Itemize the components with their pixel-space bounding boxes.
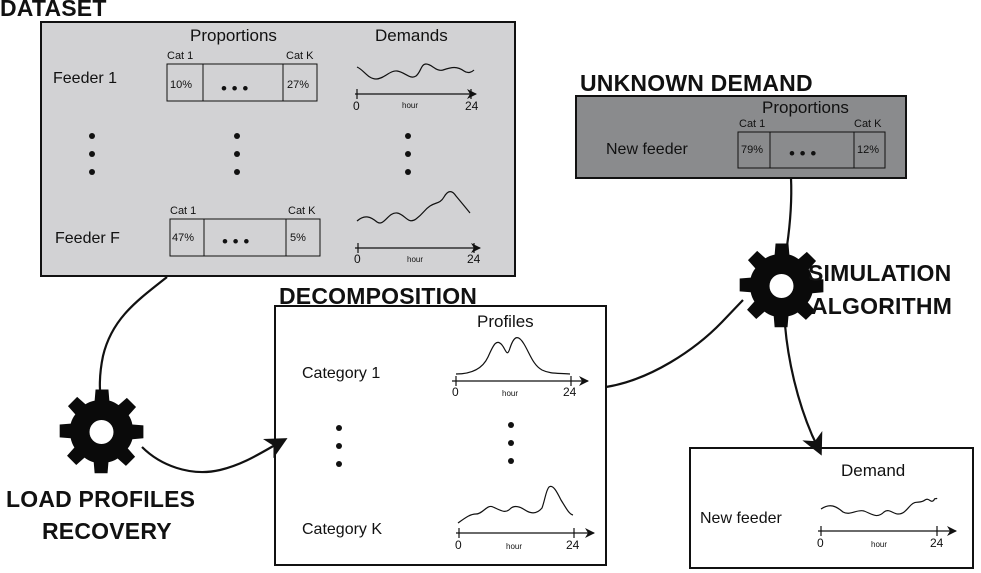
unknown-demand-title: UNKNOWN DEMAND [580, 70, 813, 96]
feederF-pct-last: 5% [290, 232, 306, 244]
feederF-proportion-bar [169, 218, 321, 257]
category1-axis-end: 24 [563, 385, 577, 399]
new-feeder-cat-first: Cat 1 [739, 118, 766, 130]
decomposition-vertical-ellipsis [336, 422, 514, 467]
decomposition-title: DECOMPOSITION [279, 283, 478, 309]
recovery-gear-icon [59, 389, 144, 474]
feederF-demand-curve [356, 191, 471, 224]
feederF-ellipsis: • • • [222, 232, 250, 251]
category1-profile-curve [455, 337, 571, 375]
categoryK-axis-start: 0 [455, 538, 462, 552]
dataset-demands-header: Demands [375, 26, 448, 45]
feederF-label: Feeder F [55, 230, 120, 247]
unknown-to-simulation-connector [785, 177, 793, 247]
new-feeder-pct-first: 79% [741, 144, 764, 156]
category1-axis-unit: hour [502, 389, 519, 398]
feeder1-proportion-bar [166, 63, 318, 102]
category1-axis-start: 0 [452, 385, 459, 399]
demand-output-box [689, 447, 974, 569]
feederF-axis-unit: hour [407, 255, 424, 264]
dataset-title: DATASET [0, 0, 107, 21]
feeder1-demand-curve [356, 63, 475, 80]
feederF-axis-end: 24 [467, 252, 481, 266]
unknown-proportions-header: Proportions [762, 98, 849, 117]
feederF-cat-first: Cat 1 [170, 205, 197, 217]
feeder1-ellipsis: • • • [221, 79, 249, 98]
simulation-title-line2: ALGORITHM [811, 293, 953, 319]
new-feeder-proportion-bar [737, 131, 886, 169]
feeder1-axis-start: 0 [353, 99, 360, 113]
dataset-proportions-header: Proportions [190, 26, 277, 45]
feeder1-cat-first: Cat 1 [167, 50, 194, 62]
recovery-title-line2: RECOVERY [42, 518, 172, 544]
demand-header: Demand [841, 461, 906, 480]
dataset-to-recovery-connector [98, 276, 168, 411]
profiles-header: Profiles [477, 312, 534, 331]
feederF-pct-first: 47% [172, 232, 195, 244]
output-new-feeder-label: New feeder [700, 510, 782, 527]
feeder1-label: Feeder 1 [53, 70, 118, 87]
new-feeder-cat-last: Cat K [854, 118, 882, 130]
categoryK-label: Category K [302, 521, 383, 538]
output-axis-unit: hour [871, 540, 888, 549]
new-feeder-label: New feeder [606, 141, 688, 158]
categoryK-axis-unit: hour [506, 542, 523, 551]
simulation-to-demand-arrow [783, 324, 823, 456]
simulation-title-line1: SIMULATION [808, 260, 952, 286]
new-feeder-demand-curve [820, 497, 938, 517]
new-feeder-ellipsis: • • • [789, 144, 817, 163]
feeder1-cat-last: Cat K [286, 50, 314, 62]
feederF-axis-start: 0 [354, 252, 361, 266]
output-axis-start: 0 [817, 536, 824, 550]
vertical-ellipsis [89, 133, 411, 175]
feeder1-pct-first: 10% [170, 79, 193, 91]
categoryK-profile-curve [457, 485, 574, 524]
new-feeder-pct-last: 12% [857, 144, 880, 156]
feeder1-axis-unit: hour [402, 101, 419, 110]
categoryK-axis-end: 24 [566, 538, 580, 552]
recovery-title-line1: LOAD PROFILES [6, 486, 196, 512]
recovery-to-decomposition-arrow [141, 438, 288, 474]
decomposition-to-simulation-connector [605, 299, 744, 389]
feeder1-axis-end: 24 [465, 99, 479, 113]
feeder1-pct-last: 27% [287, 79, 310, 91]
output-axis-end: 24 [930, 536, 944, 550]
unknown-demand-box [575, 95, 907, 179]
category1-label: Category 1 [302, 365, 381, 382]
feederF-cat-last: Cat K [288, 205, 316, 217]
decomposition-box [274, 305, 607, 566]
